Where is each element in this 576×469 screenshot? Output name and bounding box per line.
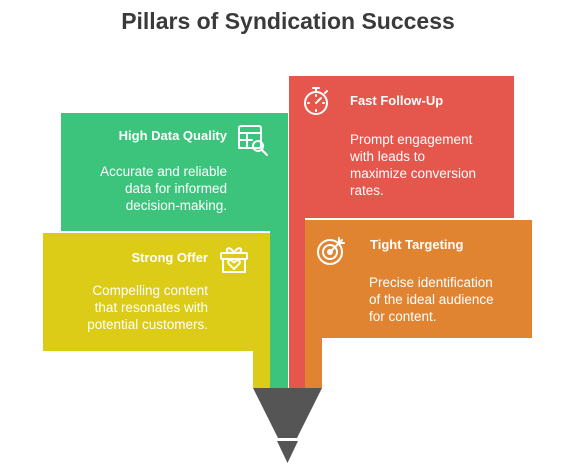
yellow-stripe: [253, 351, 270, 388]
pillar-description: Prompt engagement with leads to maximize…: [350, 132, 477, 198]
pillar-heading: Strong Offer: [131, 250, 208, 265]
pillar-card-fast-follow-up: Fast Follow-Up Prompt engagement with le…: [289, 76, 514, 218]
funnel-shape: [253, 388, 322, 464]
pillar-heading: Tight Targeting: [370, 237, 464, 252]
funnel-tip: [277, 441, 298, 463]
pillar-heading: High Data Quality: [118, 128, 227, 143]
stopwatch-icon: [299, 84, 333, 118]
funnel-top: [253, 388, 322, 438]
orange-stripe: [305, 338, 322, 388]
page-title: Pillars of Syndication Success: [121, 8, 455, 34]
pillar-card-high-data-quality: High Data Quality Accurate and reliable …: [61, 113, 288, 231]
pillar-card-strong-offer: Strong Offer Compelling content that res…: [43, 233, 270, 351]
pillar-description: Compelling content that resonates with p…: [87, 283, 208, 332]
pillar-card-tight-targeting: Tight Targeting Precise identification o…: [305, 220, 532, 338]
pillar-description: Accurate and reliable data for informed …: [100, 164, 227, 213]
pillar-heading: Fast Follow-Up: [350, 93, 444, 108]
pillar-description: Precise identification of the ideal audi…: [369, 275, 494, 324]
target-arrow-icon: [315, 233, 349, 267]
green-stripe: [270, 231, 288, 388]
red-stripe: [289, 218, 305, 388]
table-search-icon: [236, 123, 270, 157]
gift-heart-icon: [217, 242, 251, 276]
